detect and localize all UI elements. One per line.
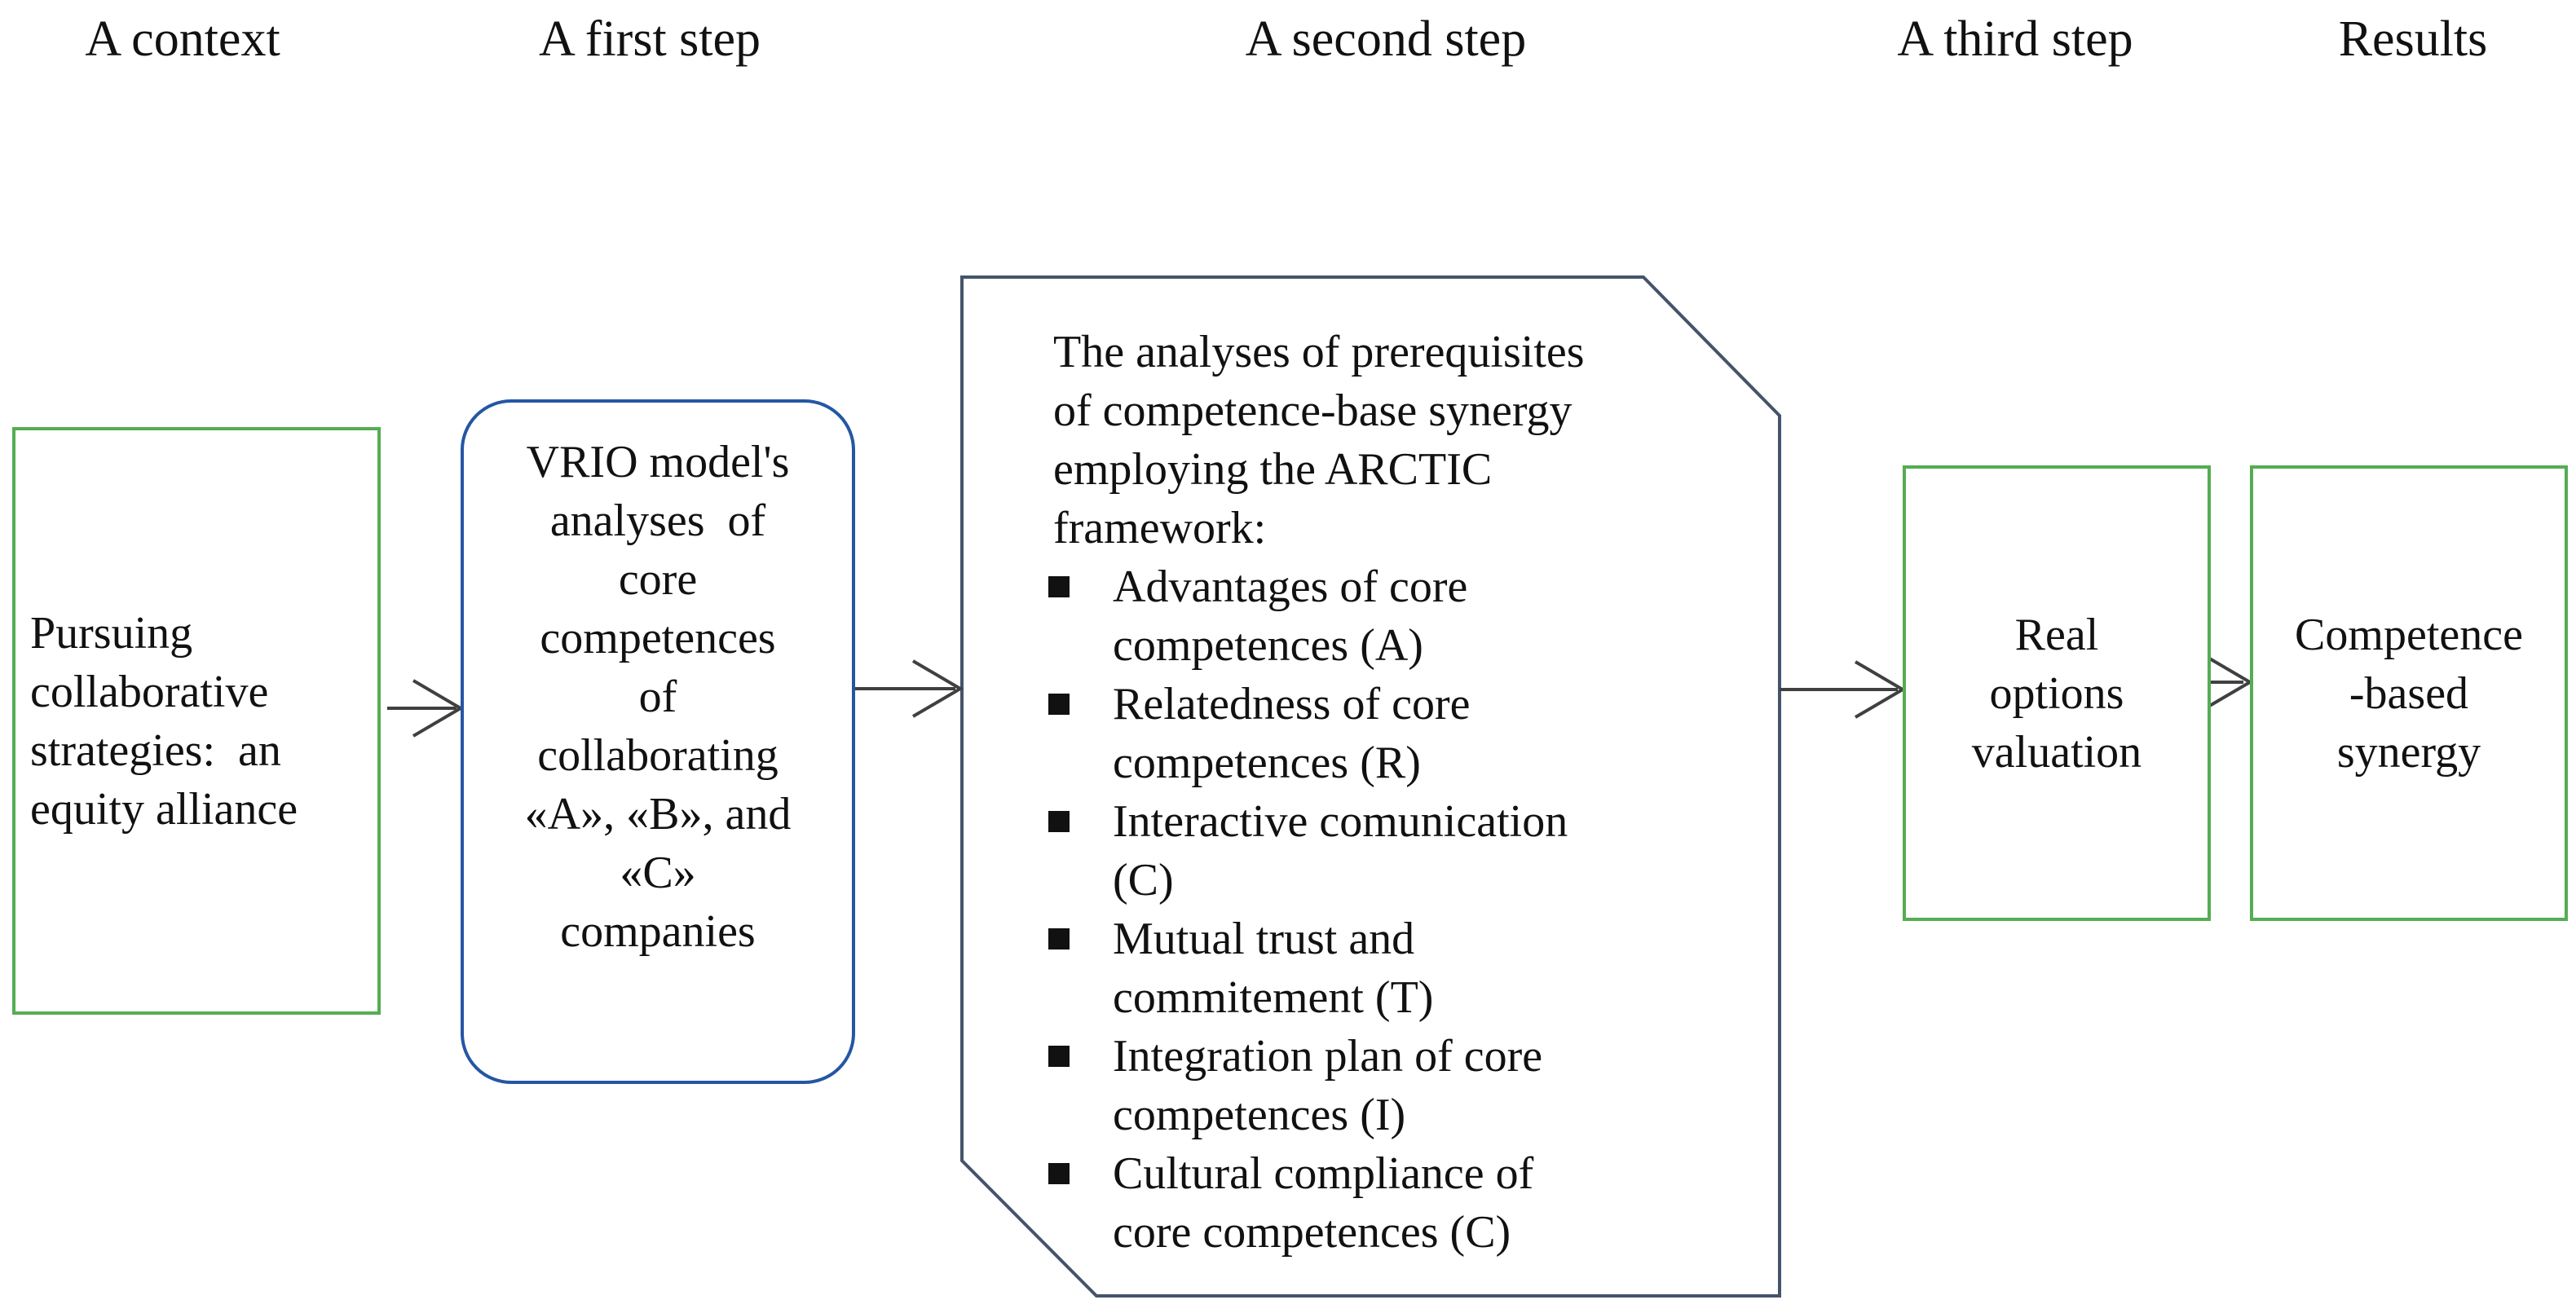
bullet-item-text: Relatedness of core competences (R) — [1113, 679, 1471, 788]
right-arrow-icon — [1780, 660, 1906, 719]
second-step-card-shape — [960, 275, 1781, 1298]
bullet-item: Integration plan of core competences (I) — [1048, 1027, 1755, 1144]
first-step-box: VRIO model's analyses of core competence… — [461, 399, 855, 1084]
bullet-item: Advantages of core competences (A) — [1048, 557, 1755, 675]
second-step-card: The analyses of prerequisites of compete… — [962, 275, 1780, 1298]
third-step-box: Real options valuation — [1903, 465, 2211, 921]
square-bullet-icon — [1048, 576, 1070, 597]
right-arrow-icon — [387, 679, 464, 738]
right-arrow-icon — [854, 659, 964, 718]
bullet-item: Mutual trust and commitement (T) — [1048, 910, 1755, 1027]
bullet-item-text: Integration plan of core competences (I) — [1113, 1031, 1543, 1140]
square-bullet-icon — [1048, 811, 1070, 832]
bullet-item-text: Cultural compliance of core competences … — [1113, 1148, 1534, 1258]
bullet-item: Cultural compliance of core competences … — [1048, 1144, 1755, 1262]
bullet-item: Interactive comunication (C) — [1048, 792, 1755, 910]
square-bullet-icon — [1048, 1046, 1070, 1067]
header-results: Results — [2338, 11, 2488, 67]
header-a-third-step: A third step — [1897, 11, 2133, 67]
second-step-title: The analyses of prerequisites of compete… — [1053, 327, 1585, 553]
third-step-box-text: Real options valuation — [1971, 609, 2142, 778]
square-bullet-icon — [1048, 1163, 1070, 1184]
square-bullet-icon — [1048, 928, 1070, 950]
bullet-item-text: Interactive comunication (C) — [1113, 796, 1568, 905]
header-a-second-step: A second step — [1245, 11, 1527, 67]
first-step-box-text: VRIO model's analyses of core competence… — [524, 437, 792, 957]
bullet-item-text: Mutual trust and commitement (T) — [1113, 914, 1434, 1023]
header-a-context: A context — [85, 11, 280, 67]
bullet-item-text: Advantages of core competences (A) — [1113, 562, 1468, 671]
context-box: Pursuing collaborative strategies: an eq… — [12, 427, 381, 1015]
results-box: Competence -based synergy — [2250, 465, 2568, 921]
bullet-item: Relatedness of core competences (R) — [1048, 675, 1755, 792]
results-box-text: Competence -based synergy — [2295, 609, 2523, 778]
square-bullet-icon — [1048, 694, 1070, 715]
header-a-first-step: A first step — [538, 11, 761, 67]
second-step-bullet-list: Advantages of core competences (A)Relate… — [1048, 557, 1755, 1262]
context-box-text: Pursuing collaborative strategies: an eq… — [30, 607, 298, 835]
